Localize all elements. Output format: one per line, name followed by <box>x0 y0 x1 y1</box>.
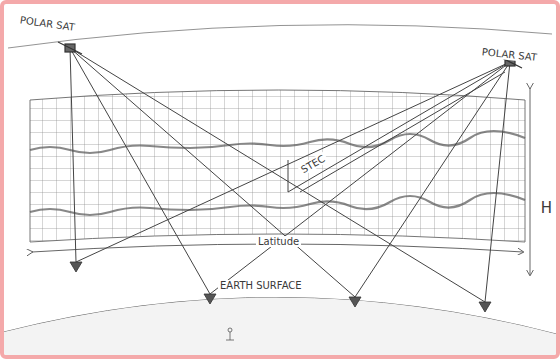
tomography-sketch <box>4 4 556 355</box>
sketch-label: Latitude <box>256 236 301 247</box>
sketch-label: EARTH SURFACE <box>218 280 304 291</box>
sketch-label: H <box>539 200 554 217</box>
sketch-label: POLAR SAT <box>17 14 77 33</box>
